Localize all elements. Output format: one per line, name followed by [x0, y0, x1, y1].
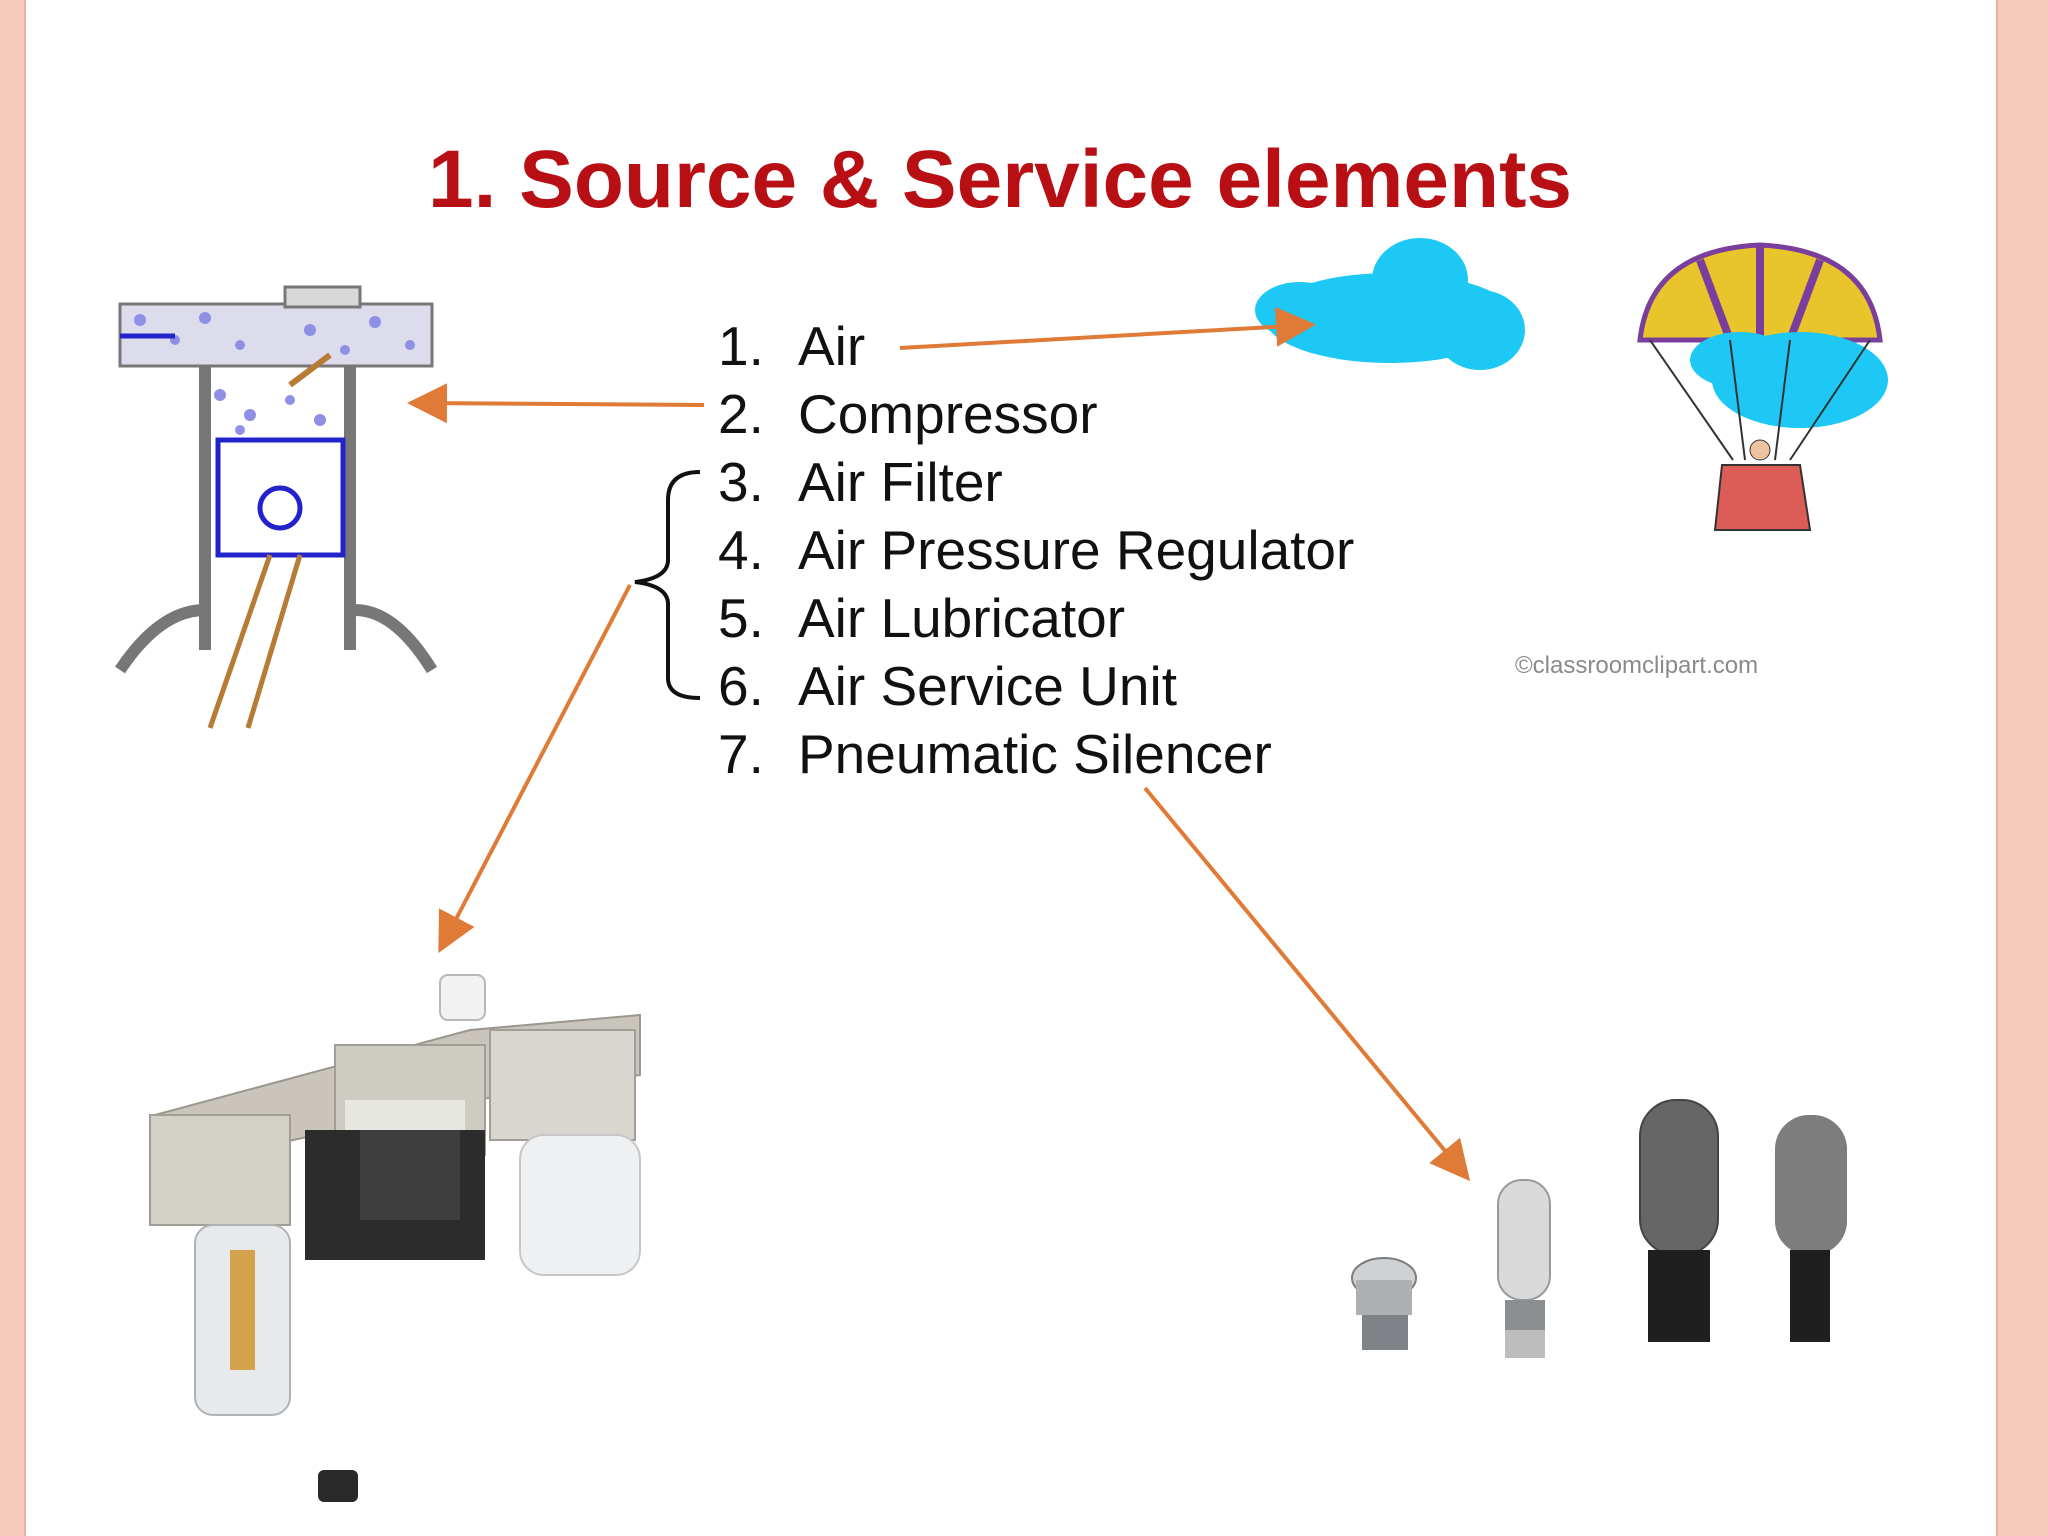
slide-frame-left	[0, 0, 26, 1536]
arrow-compressor	[407, 383, 705, 424]
grouping-bracket	[634, 470, 701, 700]
arrow-service-unit	[438, 584, 632, 954]
parachute-icon	[1637, 242, 1888, 531]
list-item-compressor: 2.Compressor	[718, 383, 1098, 445]
item-list: 1.Air 2.Compressor 3.Air Filter 4.Air Pr…	[718, 312, 1354, 788]
list-item-air-lubricator: 5.Air Lubricator	[718, 587, 1126, 649]
list-item-pneumatic-silencer: 7.Pneumatic Silencer	[718, 723, 1272, 785]
compressor-diagram	[115, 285, 438, 729]
silencer-image	[1351, 1099, 1847, 1358]
cloud-icon	[1255, 238, 1525, 370]
arrow-silencer	[1143, 786, 1471, 1182]
list-item-air-filter: 3.Air Filter	[718, 451, 1003, 513]
slide-title: 1. Source & Service elements	[427, 134, 1573, 225]
list-item-air: 1.Air	[718, 315, 866, 377]
frl-unit-image	[149, 974, 641, 1502]
watermark: ©classroomclipart.com	[1515, 652, 1759, 679]
arrow-air	[899, 306, 1316, 350]
list-item-air-pressure-regulator: 4.Air Pressure Regulator	[718, 519, 1355, 581]
slide-frame-right	[1996, 0, 2048, 1536]
list-item-air-service-unit: 6.Air Service Unit	[718, 655, 1177, 717]
